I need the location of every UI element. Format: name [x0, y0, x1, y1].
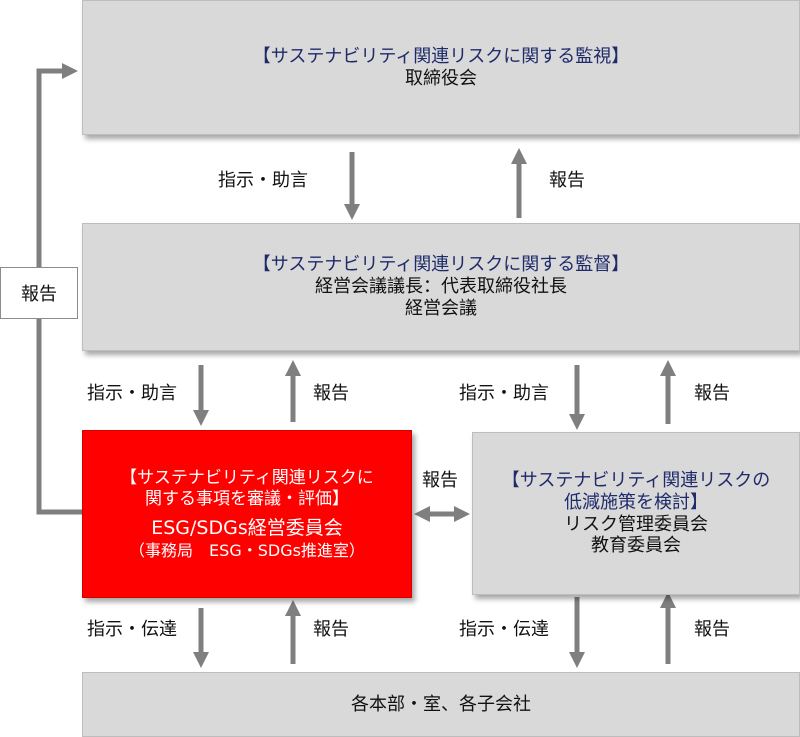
label-risk-report: 報告 [694, 383, 730, 404]
risk-committee-box: 【サステナビリティ関連リスクの 低減施策を検討】 リスク管理委員会 教育委員会 [472, 432, 800, 595]
management-heading: 【サステナビリティ関連リスクに関する監督】 [252, 254, 630, 276]
education-committee-name: 教育委員会 [591, 535, 681, 557]
management-box: 【サステナビリティ関連リスクに関する監督】 経営会議議長：代表取締役社長 経営会… [82, 223, 800, 351]
label-esg-instruct-advise: 指示・助言 [87, 383, 177, 404]
label-board-instruct-advise: 指示・助言 [218, 170, 308, 191]
label-risk-div-report: 報告 [694, 619, 730, 640]
board-name: 取締役会 [405, 67, 477, 89]
label-esg-instruct-convey: 指示・伝達 [87, 619, 177, 640]
risk-heading-line1: 【サステナビリティ関連リスクの [501, 469, 771, 491]
label-board-report: 報告 [549, 170, 585, 191]
esg-committee-name: ESG/SDGs経営委員会 [151, 517, 343, 540]
esg-committee-office: （事務局 ESG・SDGs推進室） [129, 540, 365, 560]
management-name: 経営会議 [405, 297, 477, 319]
esg-heading-line2: 関する事項を審議・評価】 [145, 488, 349, 509]
risk-committee-name: リスク管理委員会 [564, 513, 708, 535]
board-heading: 【サステナビリティ関連リスクに関する監視】 [252, 45, 630, 67]
label-esg-risk-report: 報告 [422, 470, 458, 491]
divisions-name: 各本部・室、各子会社 [351, 693, 531, 715]
board-box: 【サステナビリティ関連リスクに関する監視】 取締役会 [82, 0, 800, 135]
esg-committee-box: 【サステナビリティ関連リスクに 関する事項を審議・評価】 ESG/SDGs経営委… [82, 430, 412, 598]
report-label-box: 報告 [0, 267, 78, 319]
label-esg-div-report: 報告 [313, 619, 349, 640]
label-risk-instruct-convey: 指示・伝達 [459, 619, 549, 640]
esg-heading-line1: 【サステナビリティ関連リスクに [120, 467, 374, 488]
divisions-box: 各本部・室、各子会社 [82, 672, 800, 737]
management-chair: 経営会議議長：代表取締役社長 [315, 276, 567, 298]
risk-heading-line2: 低減施策を検討】 [564, 491, 708, 513]
label-esg-report: 報告 [313, 383, 349, 404]
label-risk-instruct-advise: 指示・助言 [459, 383, 549, 404]
